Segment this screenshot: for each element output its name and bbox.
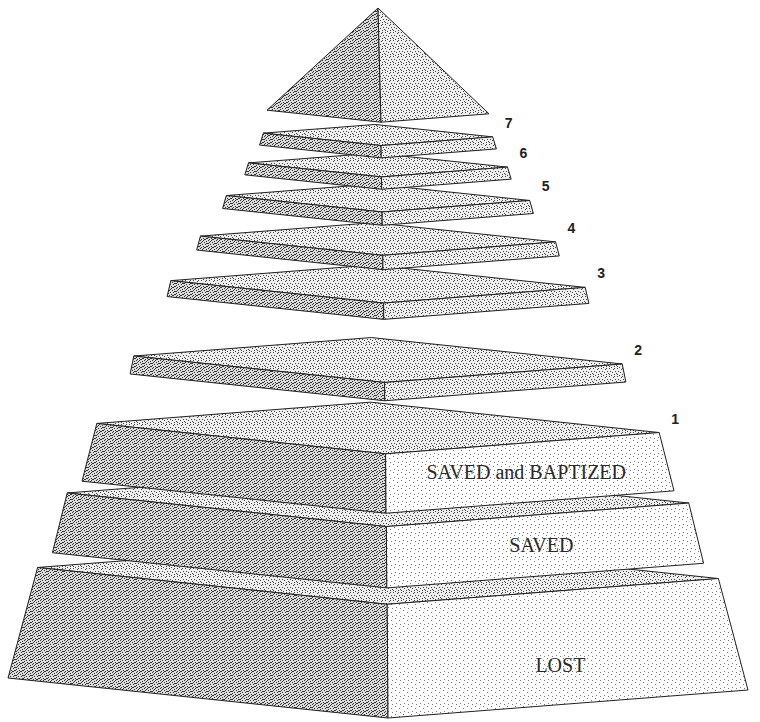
slab-right-face [385,364,626,401]
slab-right-face [384,287,589,319]
slab-right-face [386,433,674,514]
callout-number: 7 [505,115,513,131]
callout-number: 4 [568,220,576,236]
slab-right-face [386,503,703,588]
slab-left-face [245,163,382,189]
slab-left-face [167,281,384,320]
capstone-left-face [267,8,381,122]
pyramid-band: LOST [386,577,749,719]
slab-left-face [197,236,383,270]
pyramid-band: SAVED [385,502,705,589]
slab-right-face [383,242,560,270]
callout-number: 6 [520,145,528,161]
slab-right-face [382,167,512,189]
slab-left-face [223,196,383,226]
capstone-right-face [378,8,489,122]
band-label: SAVED and BAPTIZED [426,461,626,484]
callout-number: 2 [634,342,642,358]
pyramid-band: SAVED and BAPTIZED [384,431,675,515]
callout-number: 5 [542,178,550,194]
callout-number: 1 [671,411,679,427]
band-outline [386,577,749,719]
slab-left-face [130,356,385,401]
slab-left-face [8,567,388,718]
slab-right-face [387,579,748,718]
callout-number: 3 [597,265,605,281]
slab-right-face [382,200,533,225]
band-label: SAVED [509,534,573,557]
slab-left-face [260,133,382,158]
slab-right-face [381,137,496,158]
slab-left-face [82,423,386,513]
band-label: LOST [535,654,585,677]
